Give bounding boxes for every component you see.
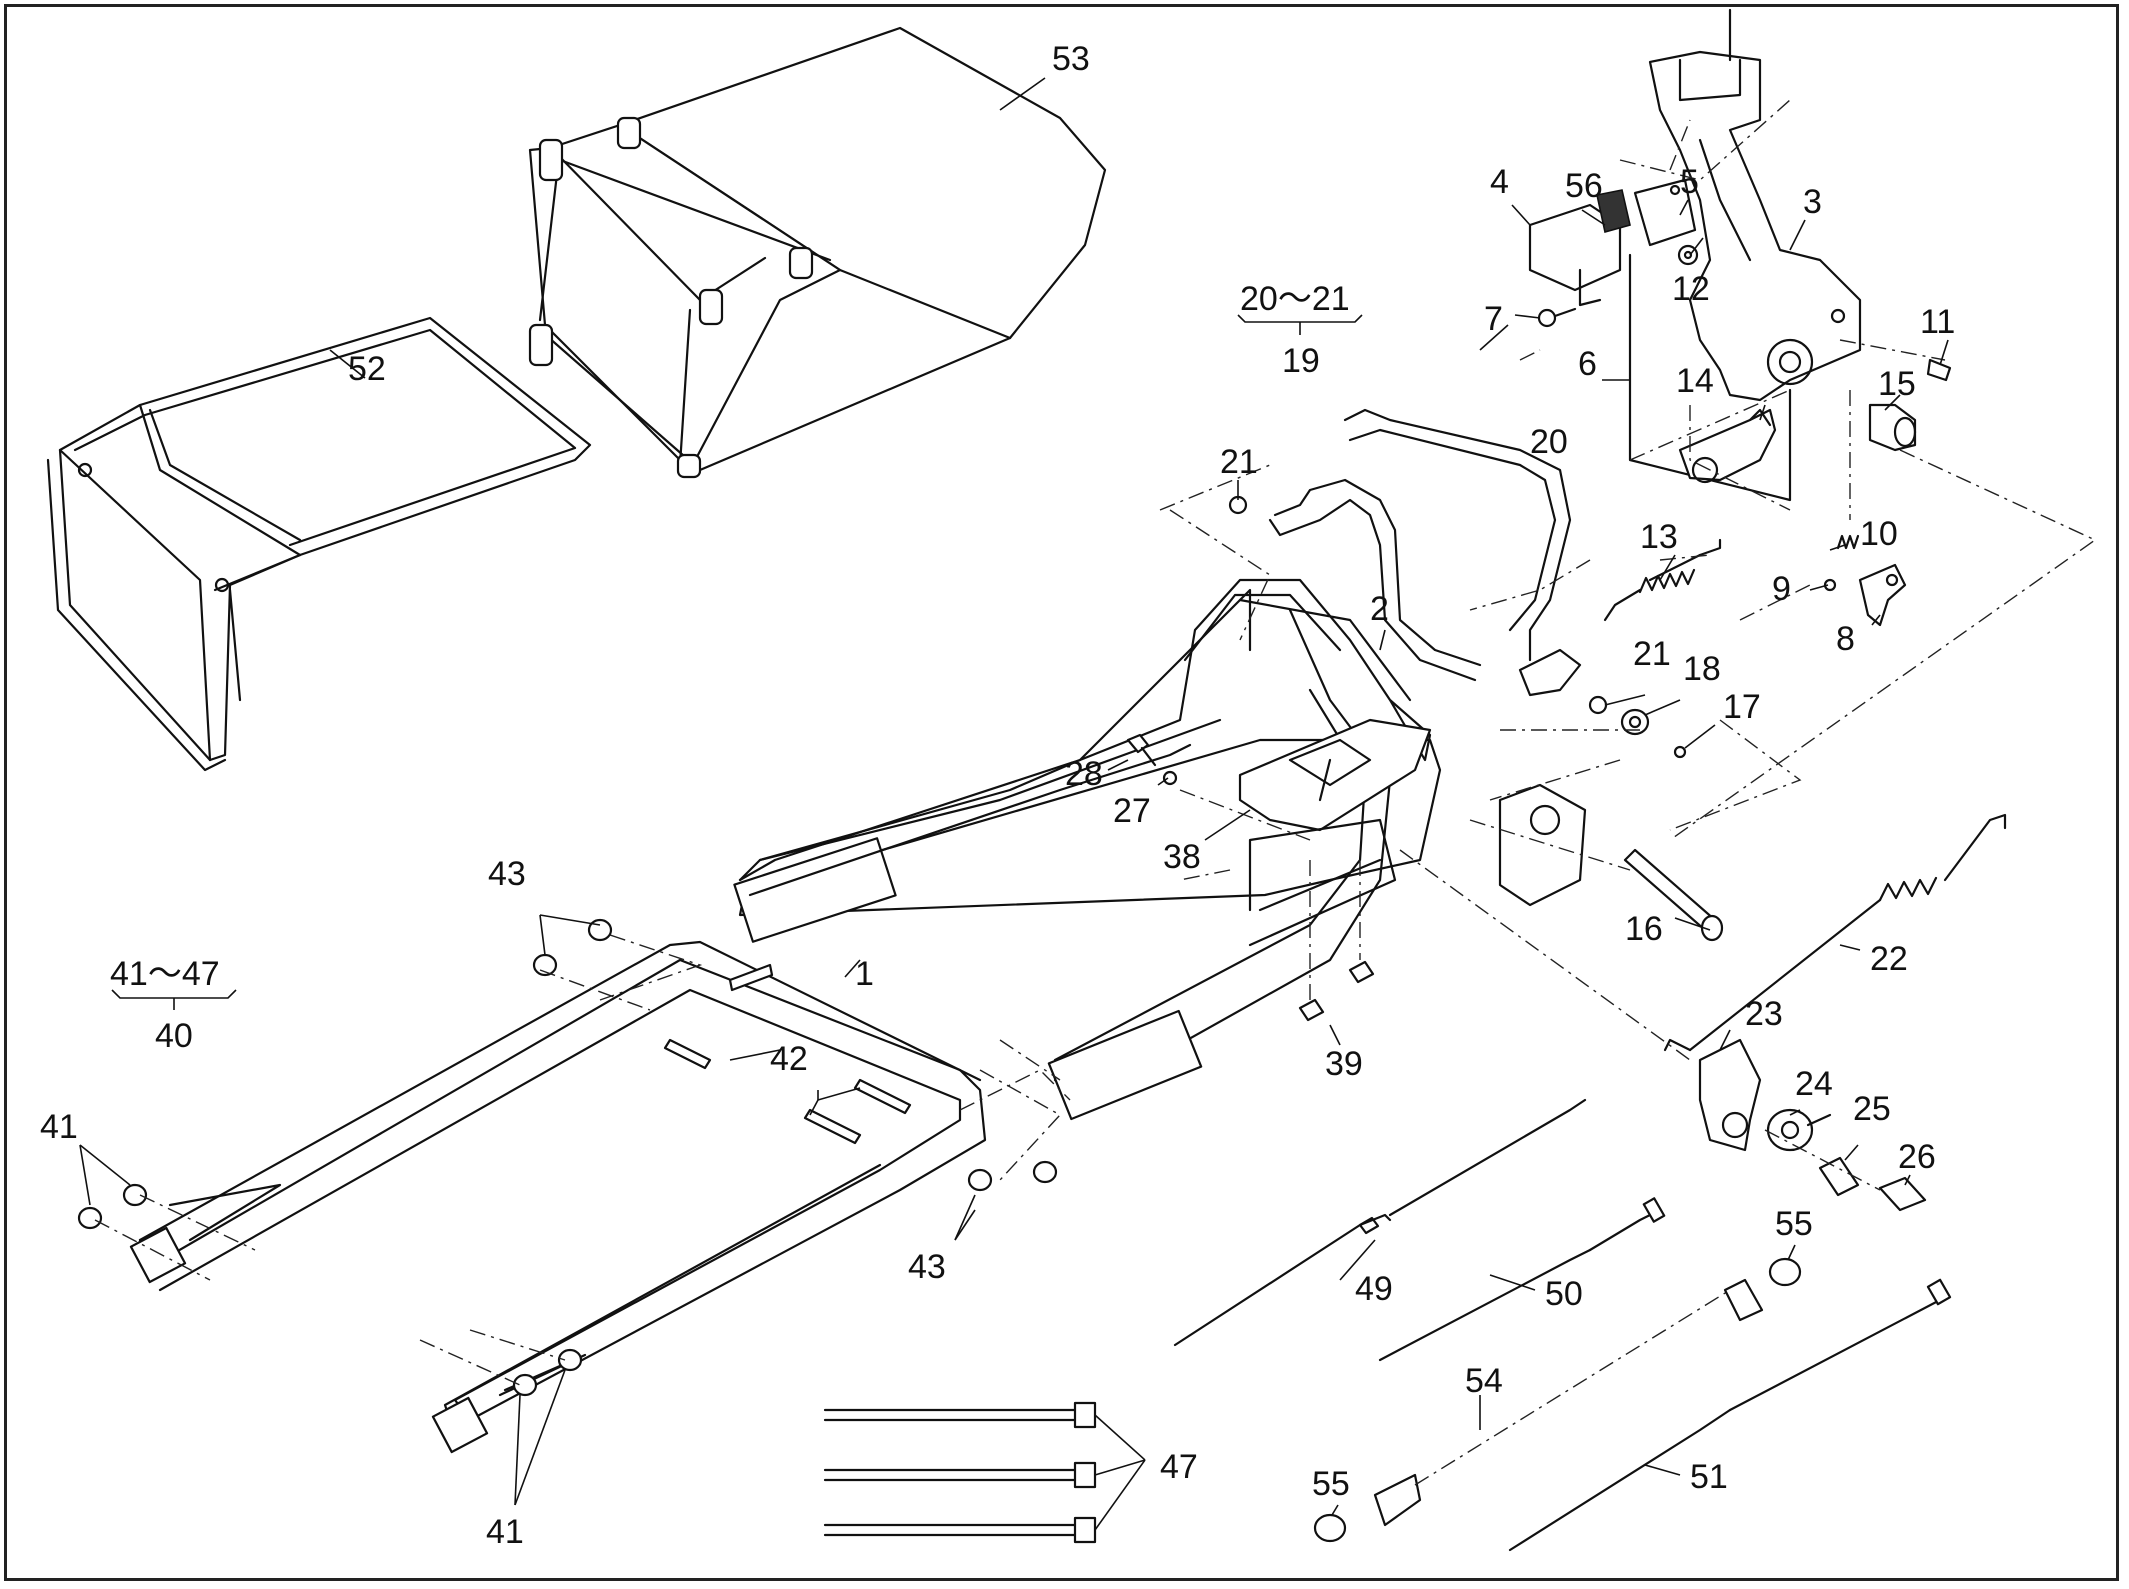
part-labels: 53 52 3 4 56 5 7 12 11 6 14 15 20 21 13 … bbox=[40, 40, 1955, 1551]
label-22: 22 bbox=[1870, 940, 1908, 978]
clamp-55a bbox=[1768, 1257, 1802, 1287]
label-18: 18 bbox=[1683, 650, 1721, 688]
diagram-border bbox=[4, 4, 2119, 1581]
label-55a: 55 bbox=[1775, 1205, 1813, 1243]
cable-50 bbox=[1378, 1197, 1666, 1362]
upper-handle bbox=[733, 588, 1442, 1121]
label-41b: 41 bbox=[486, 1513, 524, 1551]
pin-11 bbox=[1926, 358, 1952, 382]
label-47: 47 bbox=[1160, 1448, 1198, 1486]
label-39: 39 bbox=[1325, 1045, 1363, 1083]
label-2: 2 bbox=[1370, 590, 1389, 628]
group-40-parent: 40 bbox=[155, 1017, 193, 1055]
label-28: 28 bbox=[1065, 755, 1103, 793]
label-49: 49 bbox=[1355, 1270, 1393, 1308]
label-7: 7 bbox=[1484, 300, 1503, 338]
screw-9 bbox=[1823, 578, 1837, 592]
washer-27 bbox=[1162, 770, 1178, 786]
lever-bracket bbox=[1648, 8, 1862, 402]
cover-plate bbox=[1633, 178, 1697, 247]
fasteners bbox=[77, 918, 1058, 1397]
label-21b: 21 bbox=[1633, 635, 1671, 673]
group-brackets bbox=[111, 314, 1363, 1010]
pulley-arm-23 bbox=[1698, 1038, 1762, 1152]
handle-bow bbox=[738, 578, 1432, 897]
label-52: 52 bbox=[348, 350, 386, 388]
label-41a: 41 bbox=[40, 1108, 78, 1146]
cable-49 bbox=[1173, 1098, 1587, 1347]
bolts-39 bbox=[1298, 960, 1375, 1022]
label-25: 25 bbox=[1853, 1090, 1891, 1128]
label-leaders bbox=[79, 77, 1949, 1531]
label-8: 8 bbox=[1836, 620, 1855, 658]
group-19-range: 20～21 bbox=[1240, 280, 1350, 318]
label-3: 3 bbox=[1803, 183, 1822, 221]
screw-7 bbox=[1537, 307, 1577, 328]
label-51: 51 bbox=[1690, 1458, 1728, 1496]
label-15: 15 bbox=[1878, 365, 1916, 403]
lever-grip bbox=[1528, 203, 1622, 307]
washer-18 bbox=[1620, 708, 1650, 736]
label-24: 24 bbox=[1795, 1065, 1833, 1103]
label-50: 50 bbox=[1545, 1275, 1583, 1313]
label-13: 13 bbox=[1640, 518, 1678, 556]
label-20: 20 bbox=[1530, 423, 1568, 461]
label-14: 14 bbox=[1676, 362, 1714, 400]
label-53: 53 bbox=[1052, 40, 1090, 78]
label-55b: 55 bbox=[1312, 1465, 1350, 1503]
label-43b: 43 bbox=[908, 1248, 946, 1286]
spring-10 bbox=[1836, 534, 1860, 550]
spring-rod-22 bbox=[1663, 813, 2007, 1052]
label-10: 10 bbox=[1860, 515, 1898, 553]
label-17: 17 bbox=[1723, 688, 1761, 726]
label-23: 23 bbox=[1745, 995, 1783, 1033]
operator-lever-20 bbox=[1268, 408, 1582, 697]
label-1: 1 bbox=[855, 955, 874, 993]
label-9: 9 bbox=[1772, 570, 1791, 608]
bolt-28 bbox=[1126, 733, 1157, 767]
label-6: 6 bbox=[1578, 345, 1597, 383]
pivot-bracket bbox=[1498, 783, 1587, 907]
plate-24 bbox=[1766, 1108, 1832, 1152]
control-panel bbox=[1238, 718, 1432, 947]
bolt-26 bbox=[1878, 1176, 1927, 1212]
label-43a: 43 bbox=[488, 855, 526, 893]
latch-8 bbox=[1858, 563, 1907, 627]
label-4: 4 bbox=[1490, 163, 1509, 201]
group-19-parent: 19 bbox=[1282, 342, 1320, 380]
pin-16 bbox=[1623, 848, 1724, 942]
cable-51 bbox=[1508, 1278, 1952, 1552]
assembly-lines bbox=[94, 99, 2097, 1386]
lever-arm-14 bbox=[1678, 408, 1777, 484]
label-16: 16 bbox=[1625, 910, 1663, 948]
lower-handle bbox=[129, 940, 987, 1454]
label-12: 12 bbox=[1672, 270, 1710, 308]
clip-17 bbox=[1673, 745, 1687, 759]
label-54: 54 bbox=[1465, 1362, 1503, 1400]
label-56: 56 bbox=[1565, 167, 1603, 205]
group-40-range: 41～47 bbox=[110, 955, 220, 993]
spring-13 bbox=[1603, 538, 1722, 622]
bushing-15 bbox=[1868, 403, 1917, 452]
tube-54 bbox=[1373, 1278, 1764, 1527]
label-11: 11 bbox=[1920, 303, 1955, 341]
label-21a: 21 bbox=[1220, 443, 1258, 481]
clamp-55b bbox=[1313, 1513, 1347, 1543]
grass-bag bbox=[528, 26, 1107, 479]
label-42: 42 bbox=[770, 1040, 808, 1078]
spring-25 bbox=[1818, 1156, 1860, 1197]
cable-ties-47 bbox=[823, 1401, 1097, 1544]
label-5: 5 bbox=[1680, 163, 1699, 201]
label-26: 26 bbox=[1898, 1138, 1936, 1176]
label-27: 27 bbox=[1113, 792, 1151, 830]
nut-21b bbox=[1588, 695, 1608, 715]
grass-bag-frame bbox=[46, 316, 592, 772]
reflector-pad bbox=[1596, 189, 1631, 233]
label-38: 38 bbox=[1163, 838, 1201, 876]
